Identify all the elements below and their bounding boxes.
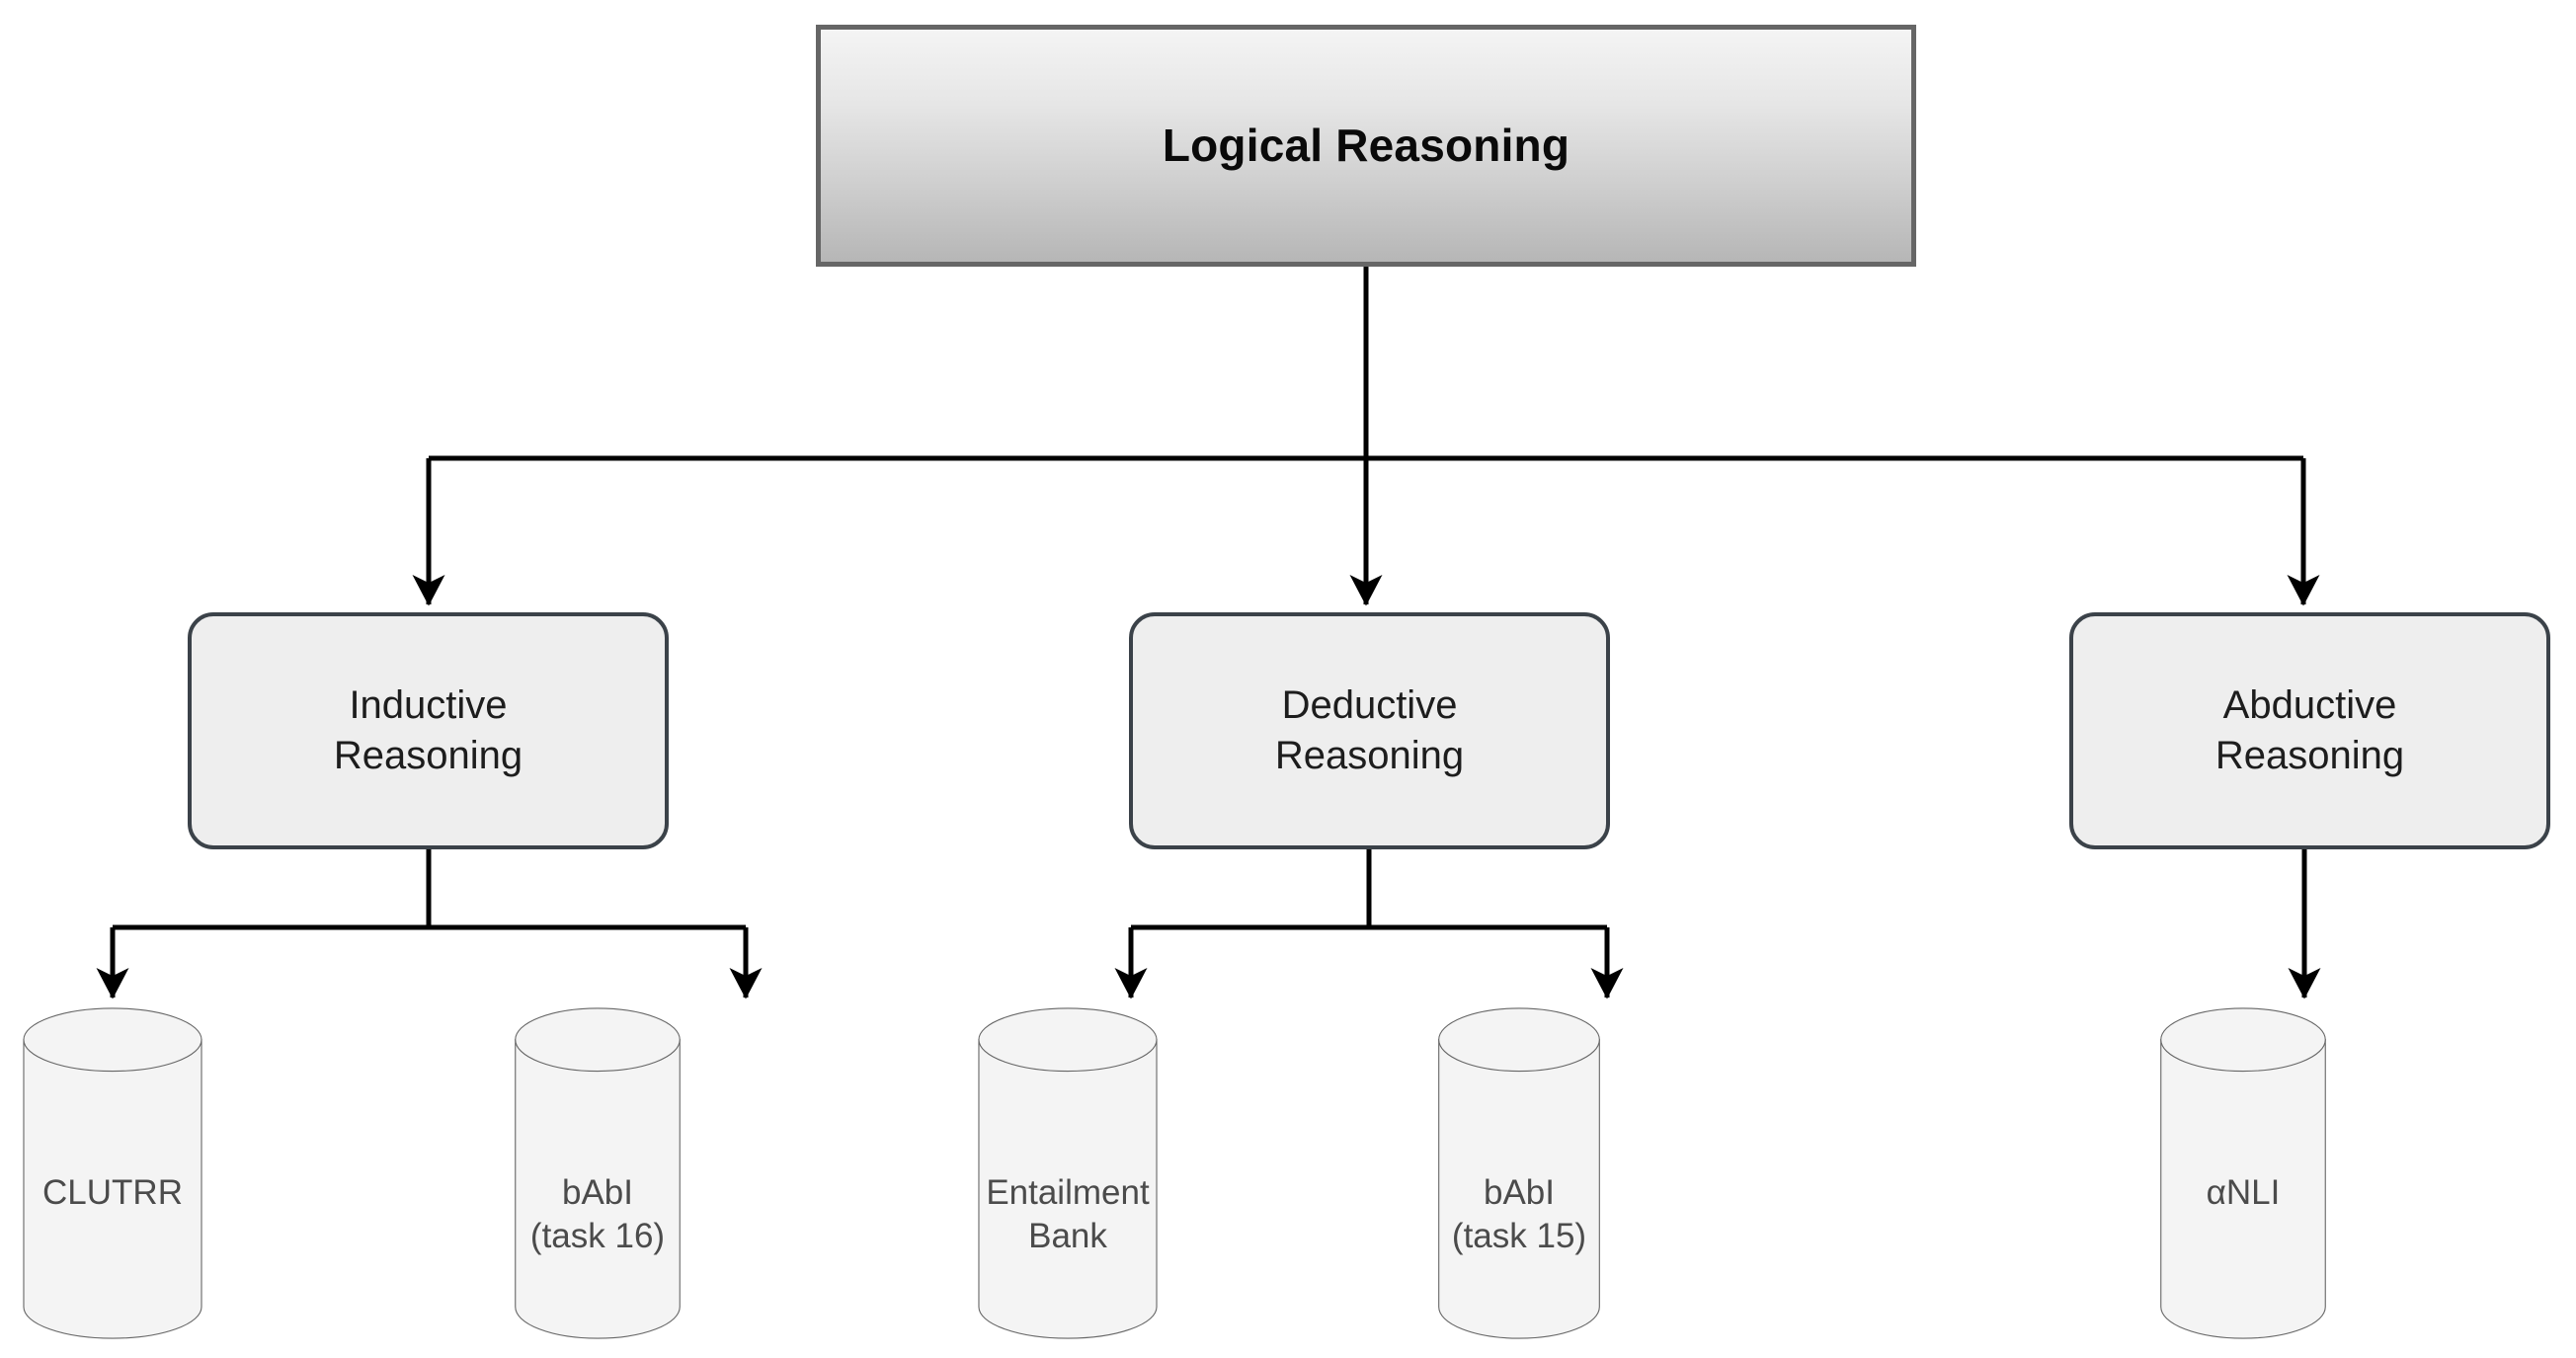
node-dataset-clutrr-label: CLUTRR: [42, 1173, 183, 1212]
node-dataset-clutrr[interactable]: CLUTRR: [21, 1005, 204, 1341]
node-inductive-reasoning[interactable]: Inductive Reasoning: [188, 612, 669, 849]
node-inductive-reasoning-label: Inductive Reasoning: [333, 682, 523, 777]
cylinder-icon: [513, 1005, 683, 1341]
node-abductive-reasoning[interactable]: Abductive Reasoning: [2069, 612, 2550, 849]
cylinder-icon: [976, 1005, 1160, 1341]
node-dataset-entailment-bank-label: Entailment Bank: [986, 1173, 1150, 1255]
node-dataset-entailment-bank[interactable]: Entailment Bank: [976, 1005, 1160, 1341]
node-dataset-anli[interactable]: αNLI: [2158, 1005, 2328, 1341]
node-logical-reasoning-label: Logical Reasoning: [1162, 120, 1570, 172]
node-dataset-babi-task16-label: bAbI (task 16): [529, 1173, 666, 1255]
node-deductive-reasoning[interactable]: Deductive Reasoning: [1129, 612, 1610, 849]
node-dataset-babi-task16[interactable]: bAbI (task 16): [513, 1005, 683, 1341]
cylinder-icon: [1436, 1005, 1602, 1341]
node-dataset-anli-label: αNLI: [2206, 1173, 2281, 1212]
node-dataset-babi-task15-label: bAbI (task 15): [1451, 1173, 1587, 1255]
node-abductive-reasoning-label: Abductive Reasoning: [2214, 682, 2405, 777]
node-logical-reasoning[interactable]: Logical Reasoning: [816, 25, 1916, 267]
node-dataset-babi-task15[interactable]: bAbI (task 15): [1436, 1005, 1602, 1341]
cylinder-icon: [21, 1005, 204, 1341]
node-deductive-reasoning-label: Deductive Reasoning: [1274, 682, 1465, 777]
cylinder-icon: [2158, 1005, 2328, 1341]
